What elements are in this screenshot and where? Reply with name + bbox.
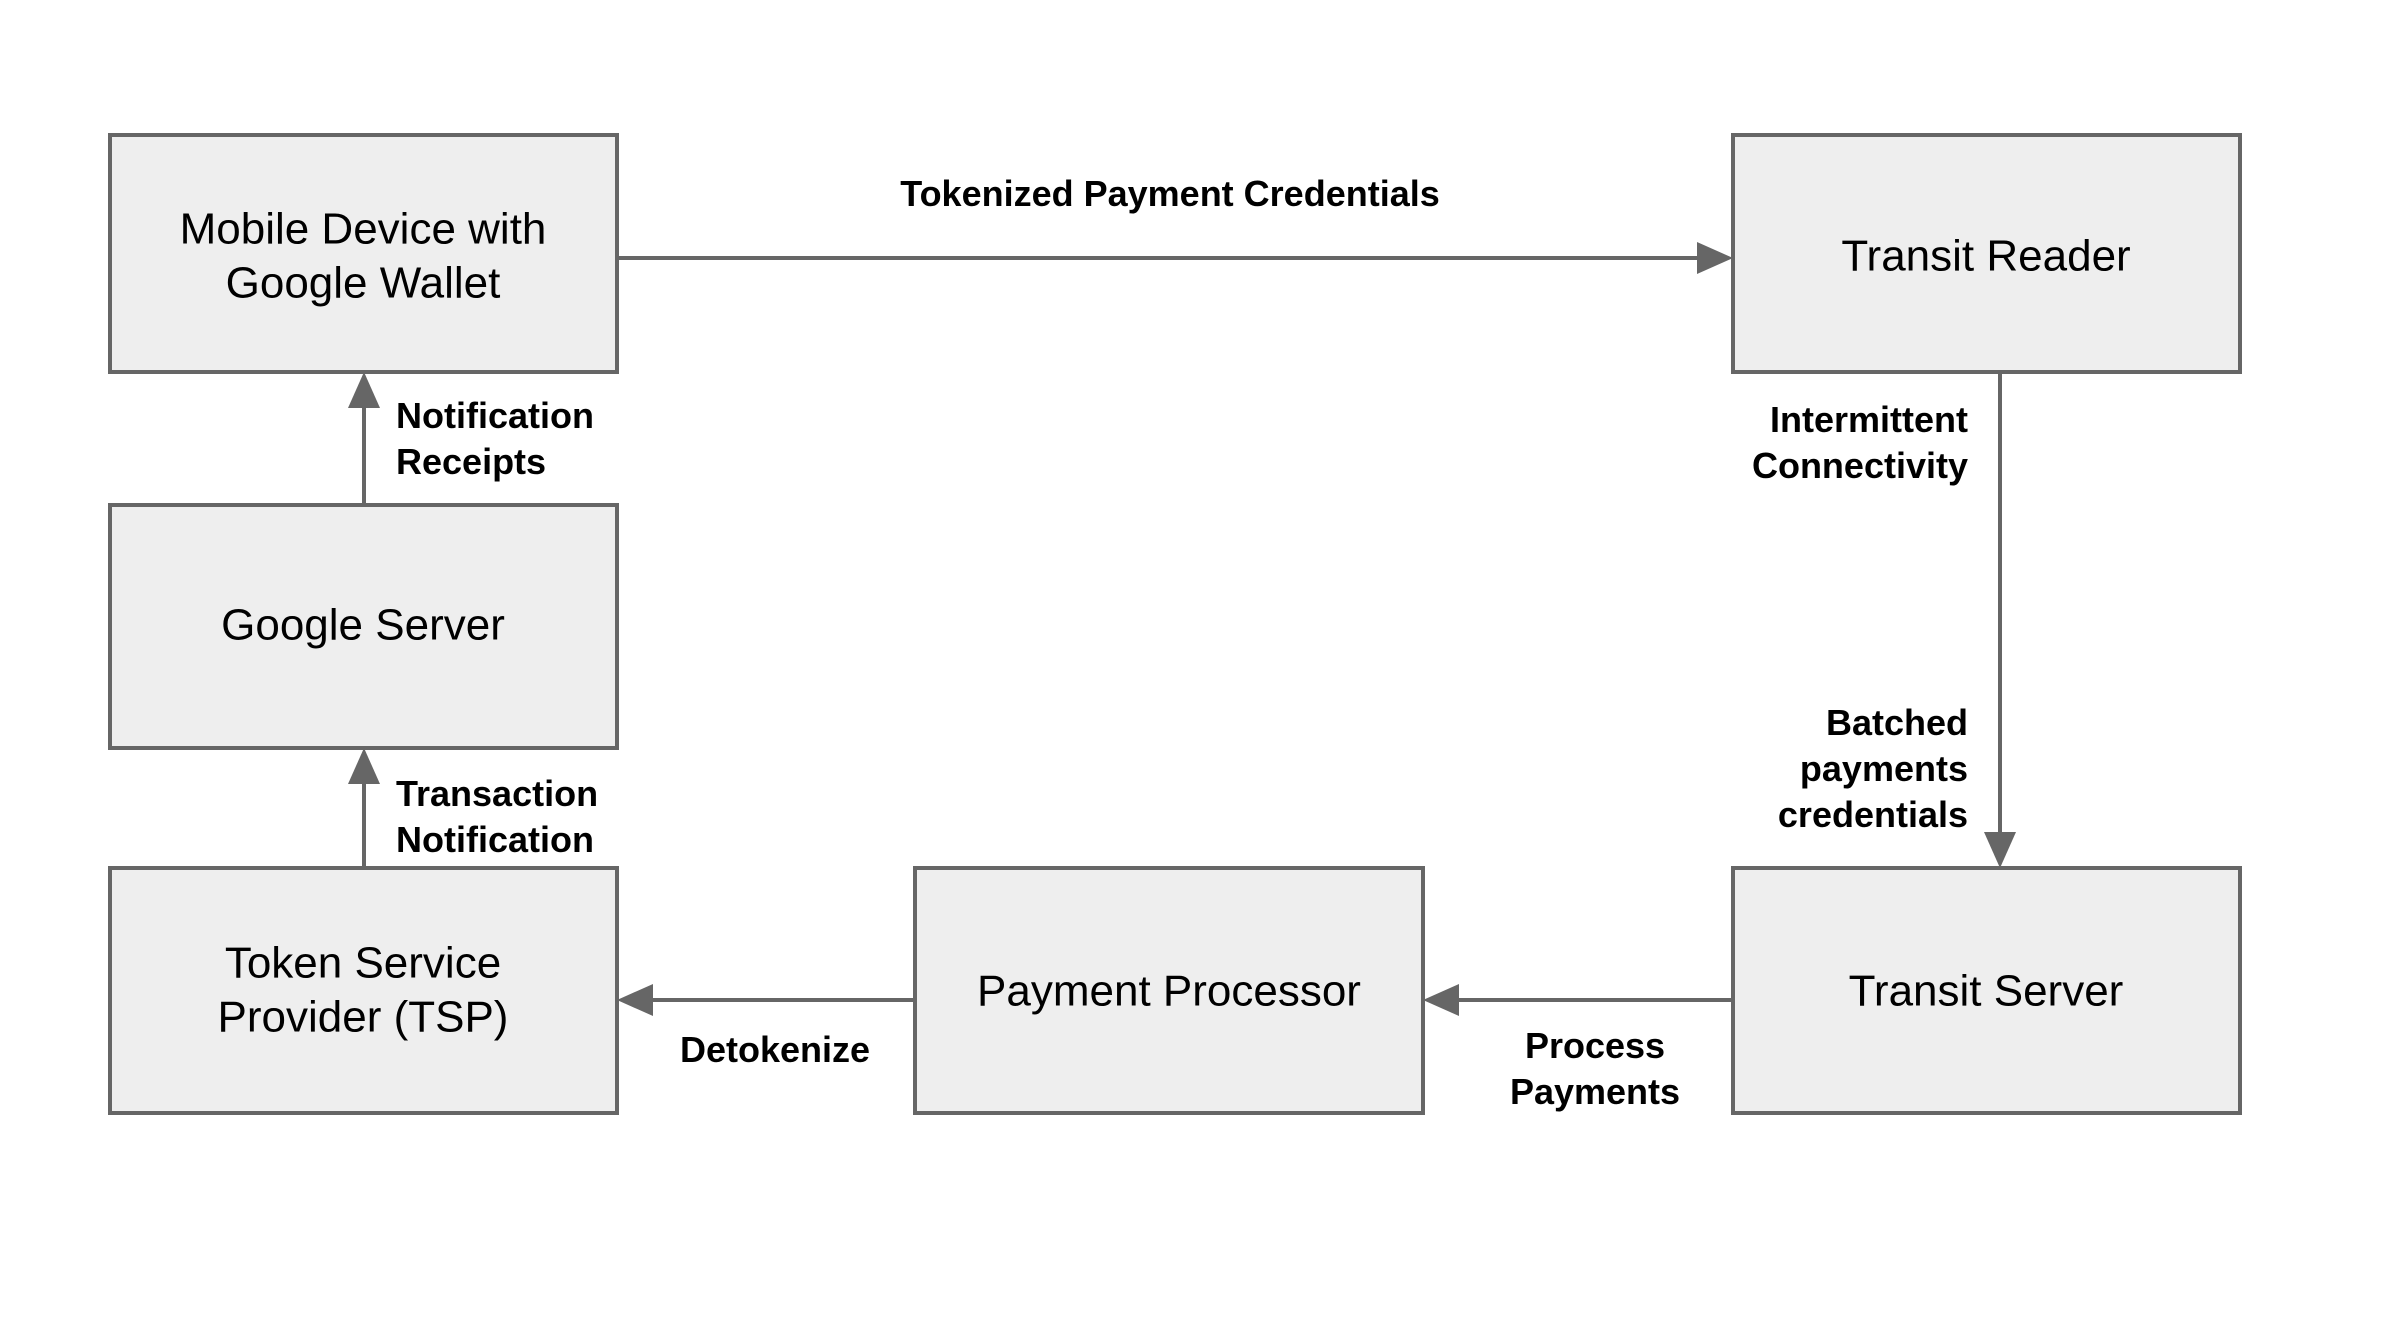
edge-label-batched-line2: payments [1800,748,1968,789]
node-mobile-device[interactable]: Mobile Device with Google Wallet [108,133,619,374]
node-label-transit-reader: Transit Reader [1841,232,2130,281]
edge-notification-receipts: Notification Receipts [348,372,594,505]
edge-label-intermittent-line1: Intermittent [1770,399,1968,440]
edge-label-notification-receipts-line1: Notification [396,395,594,436]
node-label-mobile-device-line1: Mobile Device with [180,205,547,254]
node-rect-payment-processor[interactable] [913,866,1425,1115]
node-label-tsp-line2: Provider (TSP) [218,993,509,1042]
edge-label-batched-line1: Batched [1826,702,1968,743]
edge-detokenize: Detokenize [617,984,915,1070]
node-label-transit-server: Transit Server [1849,967,2124,1016]
edge-label-intermittent-line2: Connectivity [1752,445,1968,486]
arrow-head-down-transit-server [1984,832,2016,868]
arrow-head-left-detokenize [617,984,653,1016]
node-rect-google-server[interactable] [108,503,619,750]
node-google-server[interactable]: Google Server [108,503,619,750]
node-rect-token-service-provider[interactable] [108,866,619,1115]
edge-transaction-notification: Transaction Notification [348,748,598,868]
arrow-head-left-process-payments [1423,984,1459,1016]
edge-label-batched-line3: credentials [1778,794,1968,835]
edge-tokenized-payment-credentials: Tokenized Payment Credentials [617,173,1733,274]
node-label-tsp-line1: Token Service [225,939,501,988]
node-rect-mobile-device[interactable] [108,133,619,374]
edge-label-notification-receipts-line2: Receipts [396,441,546,482]
node-payment-processor[interactable]: Payment Processor [913,866,1425,1115]
edge-process-payments: Process Payments [1423,984,1733,1112]
node-transit-reader[interactable]: Transit Reader [1731,133,2242,374]
edge-transit-reader-to-transit-server: Intermittent Connectivity Batched paymen… [1752,372,2016,868]
arrow-head-up-notification-receipts [348,372,380,408]
arrow-head-right-tokenized [1697,242,1733,274]
node-label-google-server: Google Server [221,601,505,650]
edge-label-transaction-notification-line2: Notification [396,819,594,860]
edge-label-transaction-notification-line1: Transaction [396,773,598,814]
node-rect-transit-reader[interactable] [1731,133,2242,374]
edge-label-process-payments-line1: Process [1525,1025,1665,1066]
node-transit-server[interactable]: Transit Server [1731,866,2242,1115]
edge-label-tokenized-payment-credentials: Tokenized Payment Credentials [900,173,1440,214]
edge-label-process-payments-line2: Payments [1510,1071,1680,1112]
node-rect-transit-server[interactable] [1731,866,2242,1115]
arrow-head-up-transaction-notification [348,748,380,784]
node-label-mobile-device-line2: Google Wallet [226,259,501,308]
node-token-service-provider[interactable]: Token Service Provider (TSP) [108,866,619,1115]
node-label-payment-processor: Payment Processor [977,967,1361,1016]
edge-label-detokenize: Detokenize [680,1029,870,1070]
